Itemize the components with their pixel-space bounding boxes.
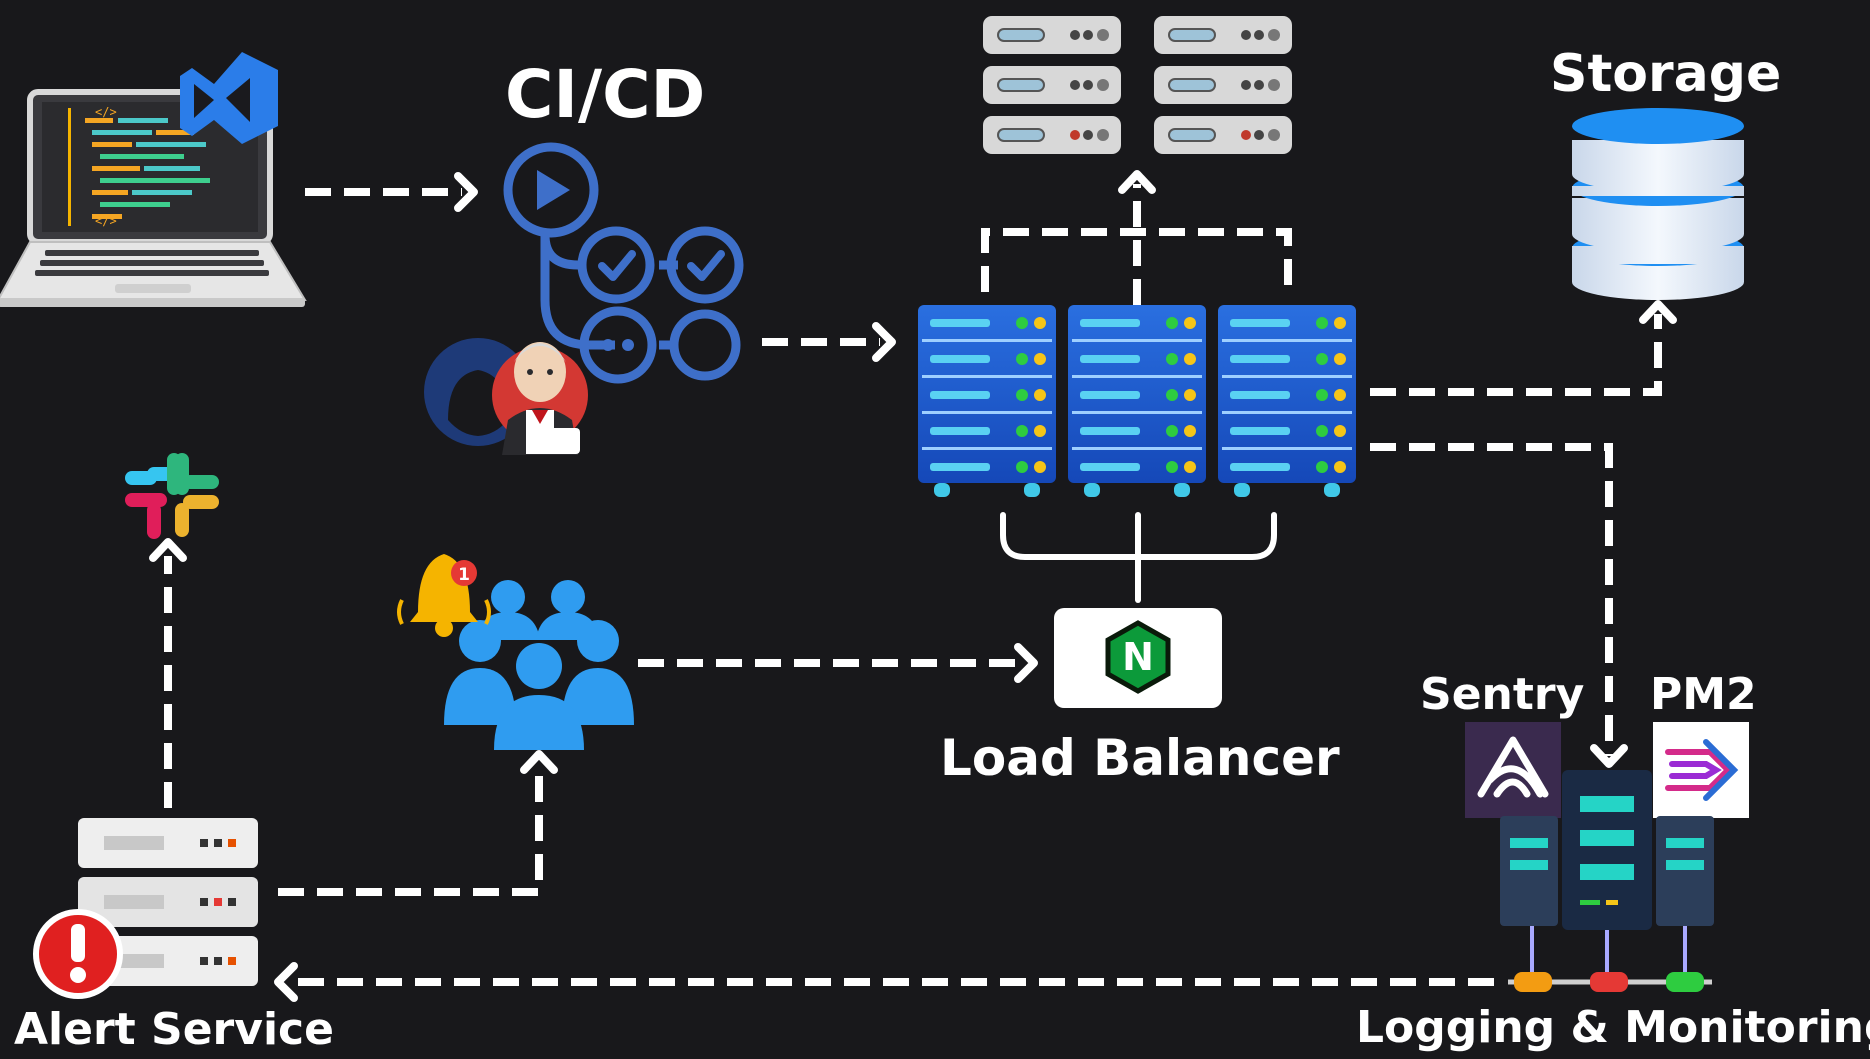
pm2-label: PM2	[1650, 669, 1757, 720]
notification-count: 1	[458, 565, 470, 585]
load-balancer-bracket	[1000, 512, 1277, 603]
server-unit-icon	[983, 116, 1121, 154]
arrow-heads	[149, 170, 1677, 1002]
load-balancer-label: Load Balancer	[940, 729, 1340, 787]
server-unit-icon	[983, 66, 1121, 104]
server-unit-icon	[1154, 16, 1292, 54]
monitoring-server-icon	[1500, 770, 1714, 992]
arrow-alert-to-users	[278, 765, 543, 896]
server-unit-icon	[1154, 66, 1292, 104]
nginx-letter: N	[1122, 635, 1154, 679]
nginx-icon: N	[1054, 608, 1222, 708]
pm2-icon	[1653, 722, 1749, 818]
storage-label: Storage	[1550, 44, 1782, 104]
code-lines	[68, 108, 210, 226]
connector-arrows	[164, 184, 1662, 986]
pipeline-details	[537, 170, 725, 351]
sentry-label: Sentry	[1420, 669, 1585, 720]
pipeline-icon	[503, 142, 744, 384]
alert-service-label: Alert Service	[14, 1004, 334, 1055]
slack-icon	[125, 453, 219, 539]
arrow-servers-to-top	[981, 228, 1292, 292]
sentry-icon	[1465, 722, 1561, 818]
database-icon	[1572, 108, 1744, 300]
server-rack-icon	[1068, 305, 1206, 497]
cicd-label: CI/CD	[505, 56, 706, 133]
alert-server-icon	[78, 818, 258, 986]
server-rack-icon	[1218, 305, 1356, 497]
users-icon	[444, 580, 634, 750]
server-cluster-top	[983, 16, 1292, 154]
arrow-servers-to-monitoring	[1370, 443, 1613, 756]
bell-icon: 1	[397, 554, 491, 637]
jenkins-icon	[492, 342, 588, 455]
code-brackets-icon: </> </>	[95, 105, 117, 228]
vscode-icon	[180, 52, 278, 144]
code-brackets-top: </>	[95, 105, 117, 119]
logging-monitoring-label: Logging & Monitoring	[1356, 1002, 1870, 1053]
server-rack-icon	[918, 305, 1056, 497]
code-brackets-bottom: </>	[95, 214, 117, 228]
server-unit-icon	[1154, 116, 1292, 154]
arrow-servers-to-storage	[1370, 314, 1662, 396]
server-unit-icon	[983, 16, 1121, 54]
alert-icon	[33, 909, 123, 999]
